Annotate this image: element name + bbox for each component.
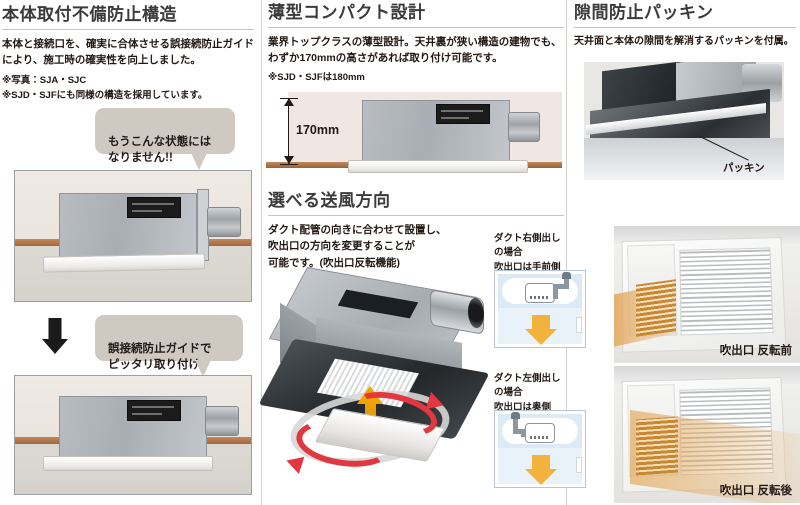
slim-design-rule	[268, 27, 564, 28]
airflow-title: 選べる送風方向	[268, 191, 391, 210]
scene-side-view-2	[15, 376, 251, 494]
diagram-flow-arrow-icon	[525, 469, 557, 485]
grille-after-caption: 吹出口 反転後	[719, 485, 792, 497]
scene-side-view-1	[15, 171, 251, 301]
grille-airflow-fins	[636, 416, 678, 476]
down-arrow-stem	[48, 318, 62, 340]
photo-grille-before-reversal: 吹出口 反転前	[614, 226, 800, 363]
callout-balloon-good-fit: 誤接続防止ガイドで ピッタリ取り付け	[95, 315, 243, 377]
ceiling-panel	[43, 456, 213, 471]
duct-connector	[207, 207, 241, 237]
photo-unit-misaligned	[14, 170, 252, 302]
packing-callout-label: パッキン	[723, 162, 765, 174]
rotation-arrow-left-head-icon	[283, 451, 305, 475]
section-mounting-structure: 本体取付不備防止構造 本体と接続口を、確実に合体させる誤接続防止ガイド により、…	[0, 0, 258, 505]
slim-design-body: 業界トップクラスの薄型設計。天井裏が狭い構造の建物でも、 わずか170mmの高さ…	[268, 36, 562, 65]
diagram-side-tab	[576, 317, 582, 333]
nameplate-line	[132, 210, 162, 212]
slim-ceiling-panel	[348, 160, 528, 173]
diagram-flow-arrow-stem	[532, 315, 550, 329]
grille-before-caption: 吹出口 反転前	[719, 345, 792, 357]
nameplate-line	[441, 110, 483, 112]
dimension-arrow-up-icon	[284, 98, 294, 106]
slim-design-title: 薄型コンパクト設計	[268, 3, 426, 22]
divider-left-middle	[261, 0, 262, 505]
figure-height-dimension: 170mm	[266, 92, 562, 184]
diagram-pipe-v	[513, 416, 518, 430]
ceiling-panel	[42, 253, 206, 273]
photo-unit-aligned	[14, 375, 252, 495]
balloon-tail-icon	[191, 153, 207, 170]
photo-packing-closeup	[584, 62, 784, 180]
subsection-airflow-direction: 選べる送風方向 ダクト配管の向きに合わせて設置し、 吹出口の方向を変更することが…	[268, 192, 564, 271]
slim-design-note: ※SJD・SJFは180mm	[268, 71, 365, 83]
diagram-pipe-elbow	[513, 429, 526, 434]
balloon-tail-icon	[195, 360, 211, 377]
nameplate-line	[132, 406, 174, 408]
unit-nameplate	[127, 197, 181, 218]
diagram-pipe-elbow	[553, 284, 569, 289]
slim-unit-nameplate	[436, 104, 490, 124]
divider-middle-right	[566, 0, 567, 505]
down-arrow-icon	[42, 318, 68, 356]
callout-balloon-bad-state: もうこんな状態には なりません!!	[95, 108, 235, 170]
down-arrow-head	[42, 339, 68, 354]
dimension-tick-bottom	[280, 164, 298, 165]
callout-balloon-bad-state-text: もうこんな状態には なりません!!	[108, 135, 212, 165]
airflow-rule	[268, 215, 564, 216]
packing-ceiling-surface	[584, 138, 784, 180]
right-section-rule	[574, 27, 796, 28]
nameplate-line	[132, 203, 174, 205]
grille-airflow-fins	[636, 279, 676, 337]
callout-balloon-good-fit-text: 誤接続防止ガイドで ピッタリ取り付け	[108, 342, 212, 372]
left-section-body: 本体と接続口を、確実に合体させる誤接続防止ガイド により、施工時の確実性を向上し…	[2, 38, 254, 67]
dimension-arrow-down-icon	[284, 156, 294, 164]
diagram-unit-icon	[525, 423, 555, 443]
right-section-title: 隙間防止パッキン	[574, 3, 714, 22]
nameplate-line	[441, 117, 469, 119]
duct-left-caption: ダクト左側出しの場合 吹出口は奥側	[494, 373, 561, 413]
section-middle: 薄型コンパクト設計 業界トップクラスの薄型設計。天井裏が狭い構造の建物でも、 わ…	[258, 0, 586, 505]
subsection-slim-design: 薄型コンパクト設計 業界トップクラスの薄型設計。天井裏が狭い構造の建物でも、 わ…	[268, 4, 564, 85]
duct-right-caption: ダクト右側出しの場合 吹出口は手前側	[494, 233, 561, 273]
airflow-up-arrow-icon	[357, 386, 383, 404]
diagram-side-tab	[576, 457, 582, 473]
diagram-pipe-cap	[511, 412, 520, 419]
diagram-flow-arrow-stem	[532, 455, 550, 469]
left-section-rule	[2, 29, 254, 30]
diagram-unit-icon	[525, 283, 555, 303]
dimension-value: 170mm	[296, 123, 340, 137]
nameplate-line	[132, 413, 162, 415]
left-section-note-1: ※写真：SJA・SJC	[2, 74, 87, 86]
right-section-body: 天井面と本体の隙間を解消するパッキンを付属。	[574, 36, 794, 47]
diagram-duct-right-side	[494, 270, 586, 348]
diagram-duct-left-side	[494, 410, 586, 488]
slim-duct-connector	[508, 112, 540, 142]
photo-grille-after-reversal: 吹出口 反転後	[614, 366, 800, 503]
diagram-pipe-cap	[562, 272, 571, 279]
section-gap-packing: 隙間防止パッキン 天井面と本体の隙間を解消するパッキンを付属。	[570, 0, 800, 505]
dimension-line	[288, 98, 289, 164]
unit-nameplate	[127, 400, 181, 421]
airflow-body: ダクト配管の向きに合わせて設置し、 吹出口の方向を変更することが 可能です。(吹…	[268, 224, 447, 269]
duct-connector	[205, 406, 239, 436]
left-section-note-2: ※SJD・SJFにも同様の構造を採用しています。	[2, 89, 208, 101]
illustration-vent-rotation	[258, 267, 500, 493]
diagram-pipe-h	[553, 289, 558, 299]
grille-louver-array	[679, 247, 774, 336]
left-section-title: 本体取付不備防止構造	[2, 5, 177, 24]
diagram-flow-arrow-icon	[525, 329, 557, 345]
diagram-pipe-v	[564, 276, 569, 286]
